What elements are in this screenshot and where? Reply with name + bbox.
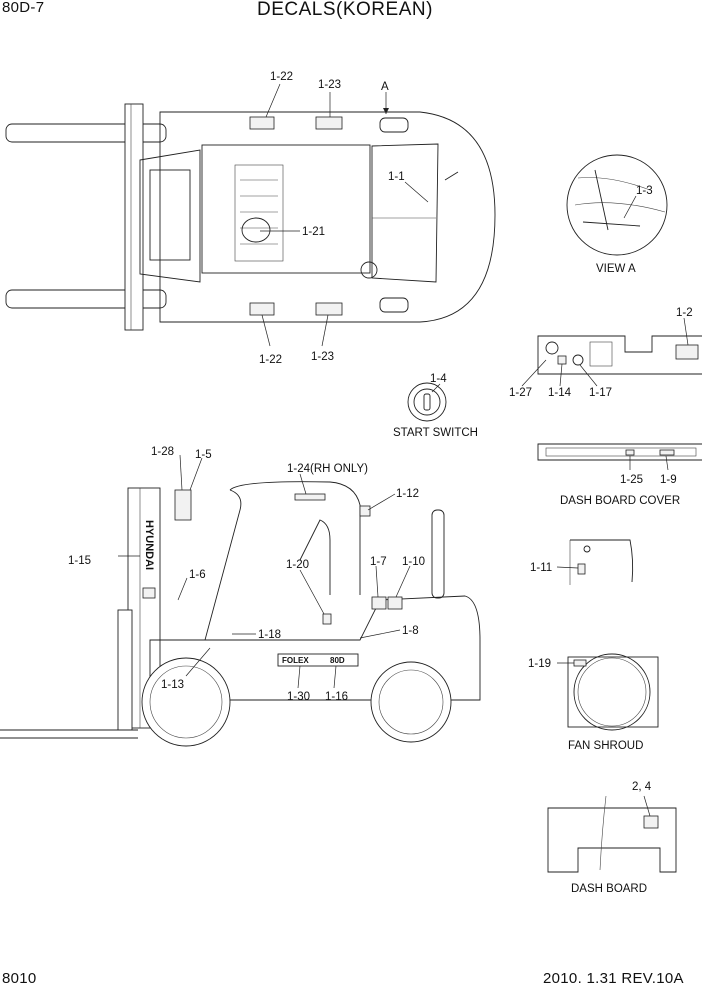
cover-label-1-9: 1-9 bbox=[660, 474, 677, 486]
side-label-1-13: 1-13 bbox=[161, 679, 184, 691]
view-arrow-label: A bbox=[381, 81, 389, 93]
fan-shroud-detail: 1-19 FAN SHROUD bbox=[528, 653, 659, 752]
dash-panel-detail: 1-2 1-27 1-14 1-17 bbox=[509, 307, 702, 399]
small-panel-detail: 1-11 bbox=[530, 539, 634, 585]
side-label-1-18: 1-18 bbox=[258, 629, 281, 641]
side-badge-left: FOLEX bbox=[282, 656, 309, 665]
side-label-1-24: 1-24(RH ONLY) bbox=[287, 463, 368, 475]
side-badge-right: 80D bbox=[330, 656, 345, 665]
fan-shroud-caption: FAN SHROUD bbox=[568, 740, 643, 752]
dash-board-caption: DASH BOARD bbox=[571, 883, 647, 895]
top-view: 1-22 1-23 A 1-1 1-21 1-22 1-23 bbox=[5, 71, 496, 366]
model-code: 80D-7 bbox=[2, 0, 45, 16]
side-label-1-12: 1-12 bbox=[396, 488, 419, 500]
start-switch-caption: START SWITCH bbox=[393, 427, 478, 439]
dash-board-detail: 2, 4 DASH BOARD bbox=[547, 781, 677, 895]
side-label-1-6: 1-6 bbox=[189, 569, 206, 581]
switch-label-1-4: 1-4 bbox=[430, 373, 447, 385]
shroud-label-1-19: 1-19 bbox=[528, 658, 551, 670]
view-a-caption: VIEW A bbox=[596, 263, 636, 275]
side-label-1-15: 1-15 bbox=[68, 555, 91, 567]
side-label-1-10: 1-10 bbox=[402, 556, 425, 568]
view-a-label-1-3: 1-3 bbox=[636, 185, 653, 197]
dash-label-1-14: 1-14 bbox=[548, 387, 572, 399]
board-label-2-4: 2, 4 bbox=[632, 781, 652, 793]
dash-label-1-2: 1-2 bbox=[676, 307, 693, 319]
top-label-1-23: 1-23 bbox=[318, 79, 341, 91]
side-view: HYUNDAI FOLEX 80D 1-28 1-5 bbox=[0, 446, 481, 747]
side-label-1-8: 1-8 bbox=[402, 625, 419, 637]
panel-label-1-11: 1-11 bbox=[530, 562, 552, 574]
top-label-1-22: 1-22 bbox=[270, 71, 293, 83]
dash-board-cover-detail: 1-25 1-9 DASH BOARD COVER bbox=[537, 443, 702, 507]
dash-label-1-27: 1-27 bbox=[509, 387, 532, 399]
side-label-1-7: 1-7 bbox=[370, 556, 387, 568]
page-number: 8010 bbox=[2, 970, 37, 987]
revision-stamp: 2010. 1.31 REV.10A bbox=[543, 970, 684, 987]
side-label-1-28: 1-28 bbox=[151, 446, 174, 458]
view-a-detail: 1-3 VIEW A bbox=[566, 154, 668, 275]
side-label-1-20: 1-20 bbox=[286, 559, 309, 571]
side-label-1-30: 1-30 bbox=[287, 691, 310, 703]
top-label-1-1: 1-1 bbox=[388, 171, 405, 183]
page-title: DECALS(KOREAN) bbox=[257, 0, 433, 20]
dash-board-cover-caption: DASH BOARD COVER bbox=[560, 495, 680, 507]
dash-label-1-17: 1-17 bbox=[589, 387, 612, 399]
top-label-1-21: 1-21 bbox=[302, 226, 325, 238]
top-label-1-23-lower: 1-23 bbox=[311, 351, 334, 363]
side-label-1-16: 1-16 bbox=[325, 691, 348, 703]
top-label-1-22-lower: 1-22 bbox=[259, 354, 282, 366]
mast-brand-text: HYUNDAI bbox=[143, 520, 155, 570]
cover-label-1-25: 1-25 bbox=[620, 474, 643, 486]
start-switch-detail: 1-4 START SWITCH bbox=[393, 373, 478, 439]
side-label-1-5: 1-5 bbox=[195, 449, 212, 461]
